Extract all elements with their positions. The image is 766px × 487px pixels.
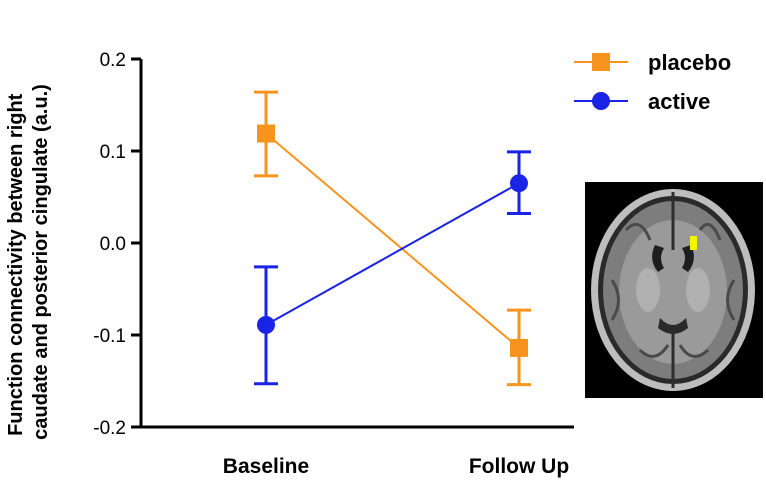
y-axis-title: Function connectivity between right caud… (5, 84, 52, 440)
data-point-placebo (510, 338, 528, 357)
data-point-placebo (257, 124, 275, 143)
x-category-label: Baseline (223, 455, 309, 478)
data-point-active (257, 315, 275, 334)
series-placebo (254, 90, 531, 387)
y-tick-label: -0.1 (93, 326, 126, 347)
legend-marker-placebo (592, 53, 610, 71)
legend: placebo active (574, 50, 731, 114)
data-point-active (510, 174, 528, 193)
y-tick-label: 0.0 (100, 234, 126, 255)
series-line-placebo (265, 132, 520, 349)
brain-mri-axial-slice-icon (591, 189, 755, 391)
legend-item-placebo: placebo (574, 50, 731, 75)
brain-mri-inset (585, 182, 763, 398)
y-tick-label: -0.2 (93, 418, 126, 439)
legend-item-active: active (574, 89, 710, 114)
y-axis-title-line-2: caudate and posterior cingulate (a.u.) (30, 84, 52, 440)
y-tick-label: 0.1 (100, 142, 126, 163)
series-active (254, 150, 531, 386)
y-tick-label: 0.2 (100, 50, 126, 71)
y-axis-title-line-1: Function connectivity between right (5, 93, 27, 436)
x-category-label: Follow Up (469, 455, 569, 478)
x-category-labels: Baseline Follow Up (223, 455, 569, 478)
series-line-active (265, 182, 520, 326)
legend-label-active: active (648, 89, 710, 114)
series-layer (254, 90, 531, 387)
y-ticks: 0.2 0.1 0.0 -0.1 -0.2 (93, 50, 141, 439)
legend-label-placebo: placebo (648, 50, 731, 75)
activation-highlight (690, 236, 697, 250)
legend-marker-active (592, 92, 610, 110)
